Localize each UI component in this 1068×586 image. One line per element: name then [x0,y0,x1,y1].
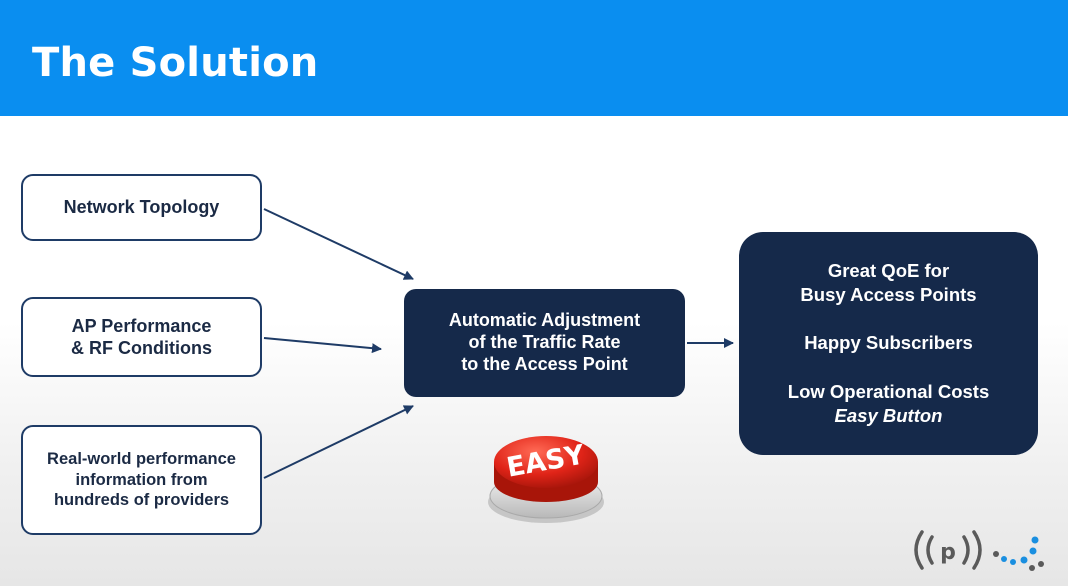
input-network-topology: Network Topology [21,174,262,241]
result-easy-button-text: Easy Button [834,404,943,426]
easy-button-icon: EASY [488,436,604,523]
header-bar: The Solution [0,0,1068,116]
arrow-realworld-to-center [263,405,414,479]
center-automatic-adjustment: Automatic Adjustment of the Traffic Rate… [404,289,685,397]
center-line3: to the Access Point [461,353,628,374]
arrow-topology-to-center [263,208,414,280]
logo-letter: p [940,540,956,565]
result-qoe-line1: Great QoE for [827,260,950,282]
arrow-ap-to-center [263,337,382,354]
result-happy: Happy Subscribers [804,332,973,354]
ap-label-line2: & RF Conditions [71,338,212,358]
ap-label-line1: AP Performance [71,315,212,336]
center-line1: Automatic Adjustment [448,310,641,331]
center-line2: of the Traffic Rate [468,332,621,353]
result-benefits: Great QoE for Busy Access Points Happy S… [739,232,1038,455]
company-logo: p [914,530,1044,571]
input-real-world-performance: Real-world performance information from … [21,425,262,535]
input-ap-performance: AP Performance & RF Conditions [21,297,262,377]
topology-label: Network Topology [63,197,220,218]
realworld-label-line3: hundreds of providers [53,491,230,510]
result-costs: Low Operational Costs [787,380,990,402]
result-qoe-line2: Busy Access Points [800,284,977,306]
realworld-label-line2: information from [75,470,208,489]
page-title: The Solution [32,40,319,86]
realworld-label-line1: Real-world performance [47,450,236,469]
